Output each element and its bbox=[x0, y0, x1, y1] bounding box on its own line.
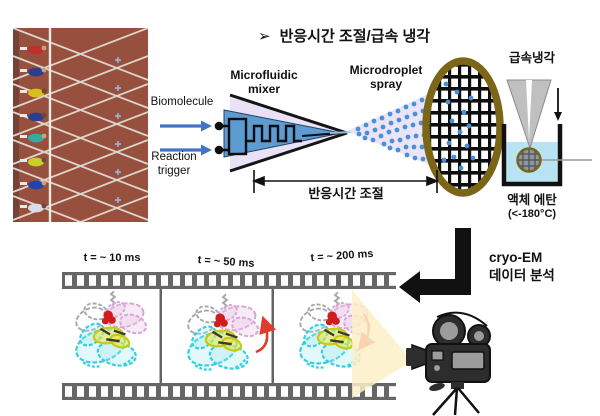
sprinters-photo bbox=[13, 28, 148, 222]
section-heading: ➢ 반응시간 조절/급속 냉각 bbox=[258, 28, 498, 46]
inlet-port-top bbox=[214, 121, 224, 131]
tripod bbox=[432, 387, 480, 416]
protein-structure-frame1 bbox=[70, 290, 150, 371]
biomolecule-arrow-icon bbox=[160, 120, 212, 132]
filmstrip-bottom-band bbox=[62, 383, 396, 400]
plunge-freezer bbox=[501, 79, 592, 187]
inlet-port-bottom bbox=[214, 145, 224, 155]
section-heading-text: 반응시간 조절/급속 냉각 bbox=[279, 28, 431, 45]
plunge-tweezers-icon bbox=[506, 79, 552, 150]
track-lane-lines bbox=[13, 28, 148, 222]
rotation-arrow-icon bbox=[255, 315, 276, 354]
analysis-label: cryo-EM 데이터 분석 bbox=[489, 250, 555, 283]
ethane-temp-label: (<-180°C) bbox=[507, 208, 557, 220]
protein-structure-frame2 bbox=[182, 293, 262, 374]
jet-stream bbox=[329, 131, 354, 134]
microfluidic-mixer-label: Microfluidic mixer bbox=[230, 68, 298, 97]
frame-divider bbox=[159, 288, 162, 384]
filmstrip-top-band bbox=[62, 272, 396, 289]
frozen-grid-icon bbox=[516, 147, 542, 173]
biomolecule-label: Biomolecule bbox=[150, 96, 214, 108]
reaction-time-arrow bbox=[251, 170, 440, 193]
light-beam bbox=[352, 290, 412, 398]
arrow-bullet-icon: ➢ bbox=[258, 28, 271, 45]
microdroplet-spray-label: Microdroplet spray bbox=[349, 63, 423, 92]
mixer-diagram bbox=[160, 93, 354, 173]
reaction-trigger-label: Reaction trigger bbox=[151, 151, 197, 177]
lane-marks bbox=[115, 57, 121, 203]
em-grid bbox=[422, 57, 504, 197]
reaction-trigger-arrow-icon bbox=[160, 144, 212, 156]
runners bbox=[20, 45, 47, 213]
movie-camera-icon bbox=[406, 311, 491, 416]
reaction-time-label: 반응시간 조절 bbox=[308, 186, 384, 201]
frame-divider bbox=[271, 288, 274, 384]
rapid-freeze-label: 급속냉각 bbox=[508, 51, 555, 65]
ethane-container bbox=[501, 124, 563, 187]
filmstrip bbox=[62, 272, 396, 400]
time-label-frame1: t = ~ 10 ms bbox=[83, 252, 141, 264]
mixer-inner-channel-body bbox=[223, 109, 342, 158]
plunge-down-arrow-icon bbox=[554, 88, 562, 121]
ethane-label: 액체 에탄 bbox=[507, 193, 557, 207]
spray-diagram bbox=[251, 57, 504, 197]
elbow-arrow-icon bbox=[399, 228, 471, 303]
